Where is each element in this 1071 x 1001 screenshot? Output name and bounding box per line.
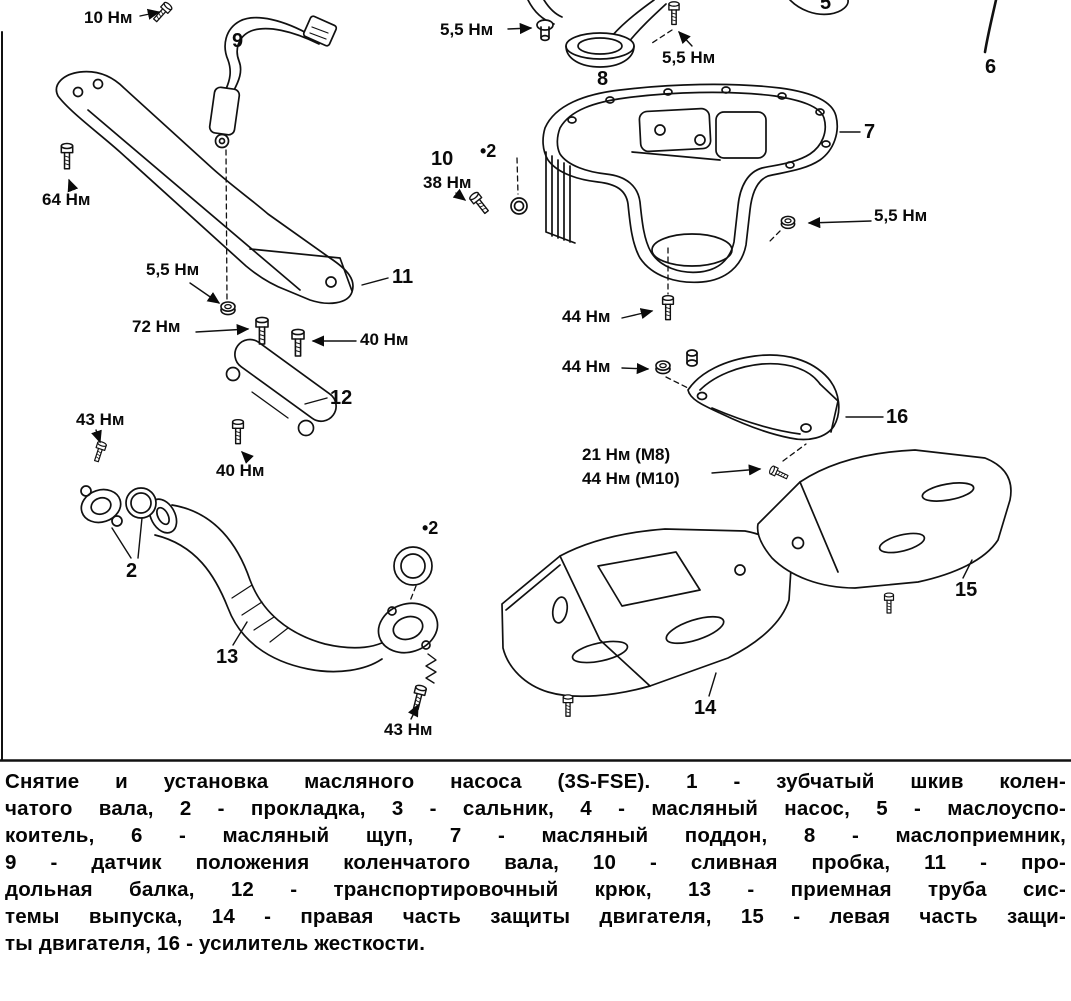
torque-label: 44 Нм (М10) [582, 469, 680, 488]
caption-line: ты двигателя, 16 - усилитель жесткости. [5, 932, 426, 955]
pan-plug [780, 215, 796, 230]
diagram-drawing [0, 0, 1071, 762]
torque-label: 5,5 Нм [874, 206, 928, 225]
torque-label: 5,5 Нм [146, 260, 200, 279]
part-number-5: 5 [820, 0, 832, 14]
torque-label: 43 Нм [384, 720, 433, 739]
caption-line: коитель, 6 - масляный щуп, 7 - масляный … [5, 824, 1066, 847]
transport-hook [225, 338, 337, 437]
qty-marker: •2 [422, 518, 439, 538]
torque-leaders [67, 8, 872, 720]
part-number-14: 14 [694, 697, 717, 719]
seal-ring [393, 546, 433, 586]
caption-line: дольная балка, 12 - транспортировочный к… [5, 878, 1066, 901]
caption-line: 9 - датчик положения коленчатого вала, 1… [5, 851, 1066, 874]
torque-label: 5,5 Нм [440, 20, 494, 39]
drain-washer [510, 197, 528, 215]
part-number-8: 8 [597, 68, 609, 90]
figure-frame [0, 31, 1071, 762]
torque-label: 72 Нм [132, 317, 181, 336]
caption-line: Снятие и установка масляного насоса (3S-… [5, 770, 1066, 793]
torque-label: 40 Нм [360, 330, 409, 349]
part-number-11: 11 [392, 266, 414, 288]
torque-label: 10 Нм [84, 8, 133, 27]
torque-label: 38 Нм [423, 173, 472, 192]
figure-caption: Снятие и установка масляного насоса (3S-… [5, 768, 1066, 957]
torque-label: 44 Нм [562, 307, 611, 326]
torque-label: 44 Нм [562, 357, 611, 376]
assembly-dashed-lines [225, 29, 807, 602]
engine-shield-right [501, 528, 792, 698]
part-number-6: 6 [985, 56, 997, 78]
gasket-set [80, 485, 157, 527]
part-leaders [111, 131, 973, 697]
oil-pan [542, 83, 839, 284]
stiffener [687, 354, 840, 441]
torque-label: 5,5 Нм [662, 48, 716, 67]
torque-label: 40 Нм [216, 461, 265, 480]
engine-shield-left [756, 449, 1012, 589]
crank-sensor [208, 15, 338, 149]
qty-marker: •2 [480, 141, 497, 161]
longitudinal-beam [55, 70, 354, 305]
part-number-13: 13 [216, 646, 239, 668]
dipstick [983, 0, 998, 54]
part-number-10: 10 [431, 148, 454, 170]
oil-strainer [527, 0, 849, 68]
torque-label: 21 Нм (М8) [582, 445, 671, 464]
exploded-diagram: 10 Нм 5,5 Нм 5,5 Нм 64 Нм 38 Нм 5,5 Нм 5… [0, 0, 1071, 762]
part-number-15: 15 [955, 579, 978, 601]
part-number-12: 12 [330, 387, 353, 409]
torque-label: 64 Нм [42, 190, 91, 209]
fasteners [60, 0, 895, 717]
exhaust-pipe [148, 498, 439, 684]
part-number-2: 2 [126, 560, 138, 582]
part-number-16: 16 [886, 406, 909, 428]
part-number-9: 9 [232, 30, 244, 52]
part-number-7: 7 [864, 121, 876, 143]
torque-label: 43 Нм [76, 410, 125, 429]
caption-line: чатого вала, 2 - прокладка, 3 - сальник,… [5, 797, 1066, 820]
caption-line: темы выпуска, 14 - правая часть защиты д… [5, 905, 1066, 928]
